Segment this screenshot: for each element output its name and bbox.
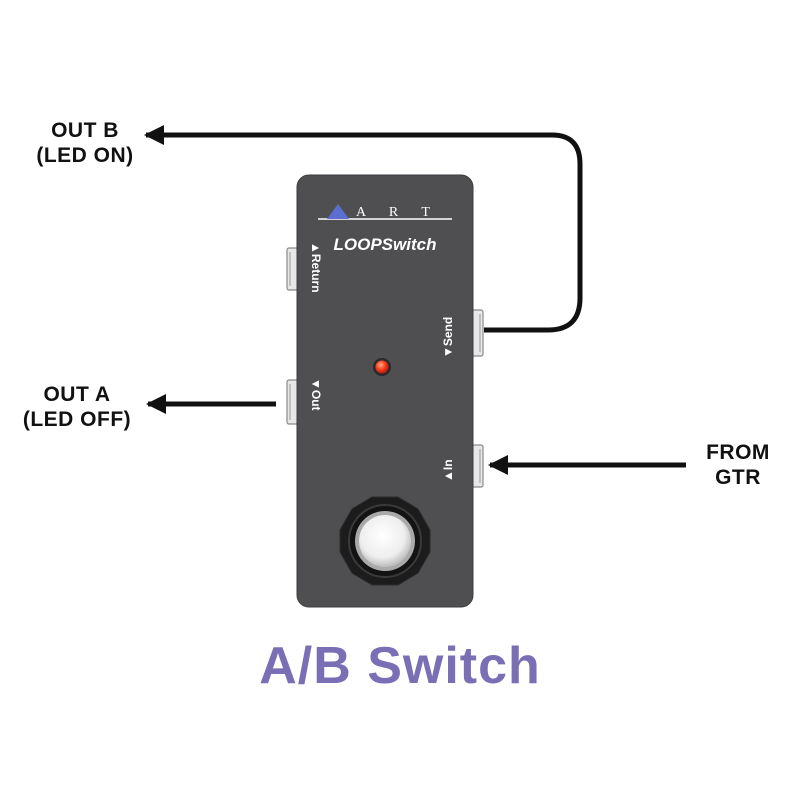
diagram-title: A/B Switch [259, 637, 541, 695]
pedal-body [296, 174, 474, 608]
from-gtr-label: FROM GTR [706, 441, 770, 489]
status-led [373, 358, 391, 376]
out-b-label: OUT B (LED ON) [36, 119, 134, 167]
out-a-label: OUT A (LED OFF) [22, 383, 132, 431]
jack-in-label: ▲In [441, 459, 455, 482]
footswitch-button[interactable] [339, 496, 431, 586]
model-name: LOOPSwitch [334, 235, 437, 254]
jack-in[interactable] [471, 444, 484, 488]
cable-send-to-out-b [144, 125, 583, 333]
logo-triangle-icon [327, 204, 349, 219]
jack-send-label: ▼Send [441, 317, 455, 358]
brand-text: A R T [356, 205, 440, 220]
jack-send[interactable] [471, 309, 484, 357]
jack-out[interactable] [286, 379, 299, 425]
jack-out-label: ▼Out [309, 378, 323, 411]
brand-logo: A R T [318, 204, 452, 220]
jack-return-label: ▲Return [309, 242, 323, 293]
jack-return[interactable] [286, 247, 299, 291]
